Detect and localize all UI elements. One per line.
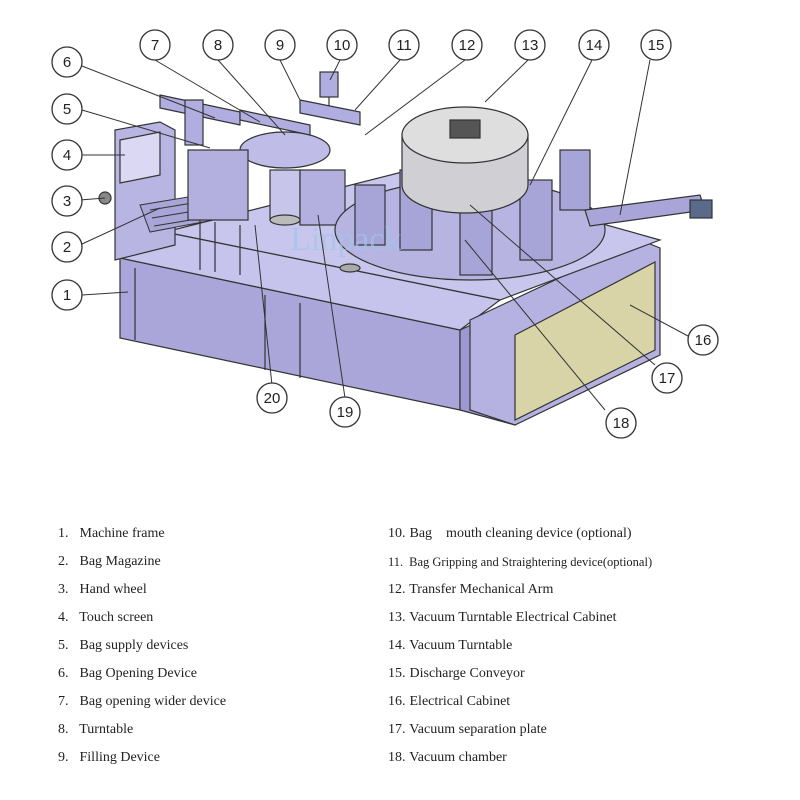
callout-13: 13 [514,29,546,61]
callout-6: 6 [51,46,83,78]
legend-item-12: 12. Transfer Mechanical Arm [388,582,554,597]
svg-text:17: 17 [659,370,676,387]
callout-20: 20 [256,382,288,414]
legend-item-18: 18. Vacuum chamber [388,750,507,765]
legend-item-10: 10. Bag mouth cleaning device (optional) [388,526,632,541]
svg-text:6: 6 [63,54,71,71]
watermark: Linpack [290,221,401,258]
svg-text:8: 8 [214,37,222,54]
legend-item-5: 5. Bag supply devices [58,638,189,653]
callout-11: 11 [388,29,420,61]
callout-8: 8 [202,29,234,61]
callout-9: 9 [264,29,296,61]
legend-item-1: 1. Machine frame [58,526,165,541]
callout-4: 4 [51,139,83,171]
legend-item-11: 11. Bag Gripping and Straightering devic… [388,555,653,569]
svg-text:3: 3 [63,193,71,210]
svg-text:10: 10 [334,37,351,54]
callout-3: 3 [51,185,83,217]
svg-text:5: 5 [63,101,71,118]
svg-text:7: 7 [151,37,159,54]
callout-17: 17 [651,362,683,394]
callout-10: 10 [326,29,358,61]
machine-diagram: Linpack 1 2 3 4 5 6 7 8 9 10 11 12 [51,29,719,439]
vacuum-turntable [334,106,606,281]
svg-text:15: 15 [648,37,665,54]
control-panel [98,121,176,261]
callout-15: 15 [640,29,672,61]
svg-text:18: 18 [613,415,630,432]
svg-text:14: 14 [586,37,603,54]
svg-text:20: 20 [264,390,281,407]
svg-text:9: 9 [276,37,284,54]
callout-5: 5 [51,93,83,125]
discharge-conveyor [584,194,713,227]
callout-16: 16 [687,324,719,356]
legend-item-13: 13. Vacuum Turntable Electrical Cabinet [388,610,617,625]
legend-item-3: 3. Hand wheel [58,582,147,597]
legend-column-right: 10. Bag mouth cleaning device (optional)… [388,520,652,772]
legend-item-2: 2. Bag Magazine [58,554,161,569]
svg-text:2: 2 [63,239,71,256]
legend-item-14: 14. Vacuum Turntable [388,638,513,653]
svg-text:16: 16 [695,332,712,349]
callout-18: 18 [605,407,637,439]
callouts: 1 2 3 4 5 6 7 8 9 10 11 12 13 14 15 16 1… [51,29,719,439]
legend-item-4: 4. Touch screen [58,610,154,625]
leader-lines [79,59,689,411]
callout-2: 2 [51,231,83,263]
svg-text:11: 11 [396,37,412,54]
callout-19: 19 [329,396,361,428]
svg-text:19: 19 [337,404,354,421]
svg-text:1: 1 [63,287,71,304]
callout-1: 1 [51,279,83,311]
touch-screen [119,131,161,184]
filling-device [159,71,361,146]
callout-14: 14 [578,29,610,61]
turntable [187,131,361,275]
svg-text:13: 13 [522,37,539,54]
parts-legend: 1. Machine frame 2. Bag Magazine 3. Hand… [0,520,800,790]
callout-7: 7 [139,29,171,61]
legend-item-8: 8. Turntable [58,722,134,737]
legend-column-left: 1. Machine frame 2. Bag Magazine 3. Hand… [58,520,226,772]
legend-item-15: 15. Discharge Conveyor [388,666,525,681]
legend-item-6: 6. Bag Opening Device [58,666,197,681]
svg-text:4: 4 [63,147,71,164]
callout-12: 12 [451,29,483,61]
legend-item-17: 17. Vacuum separation plate [388,722,547,737]
legend-item-16: 16. Electrical Cabinet [388,694,511,709]
legend-item-7: 7. Bag opening wider device [58,694,227,709]
electrical-cabinet-panel [514,261,656,421]
svg-text:12: 12 [459,37,476,54]
legend-item-9: 9. Filling Device [58,750,160,765]
